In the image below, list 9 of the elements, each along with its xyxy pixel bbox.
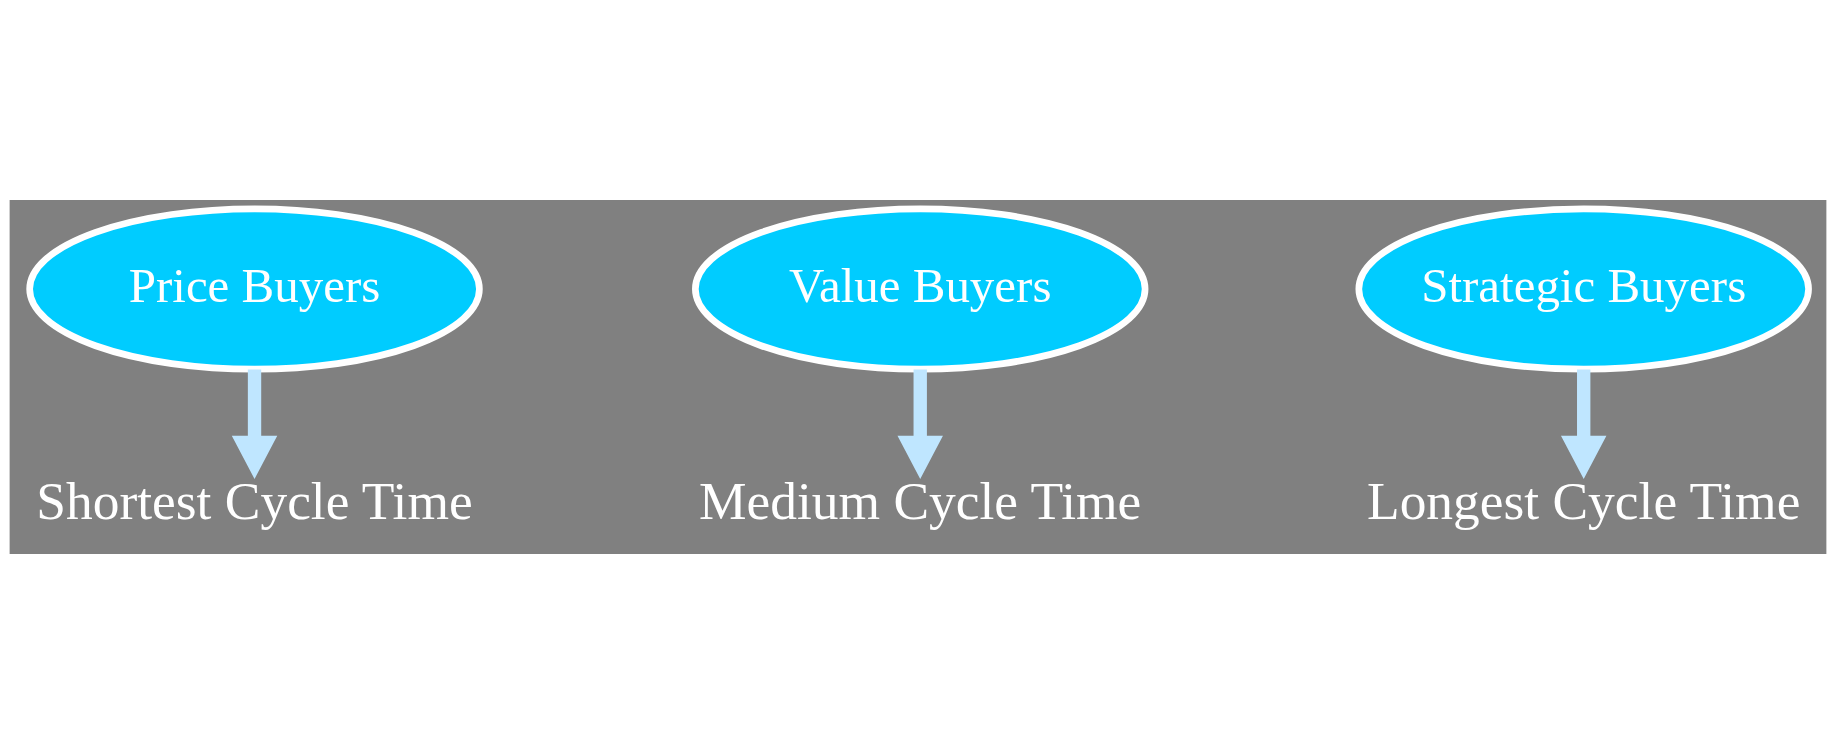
arrow [897,368,943,479]
node-ellipse: Value Buyers [691,205,1148,373]
node-ellipse: Strategic Buyers [1355,205,1812,373]
arrow [231,368,277,479]
node-ellipse: Price Buyers [25,205,483,373]
node-text: Longest Cycle Time [1366,470,1800,531]
node-text: Shortest Cycle Time [35,470,473,531]
arrow [1560,368,1606,479]
node-text: Medium Cycle Time [698,470,1141,531]
